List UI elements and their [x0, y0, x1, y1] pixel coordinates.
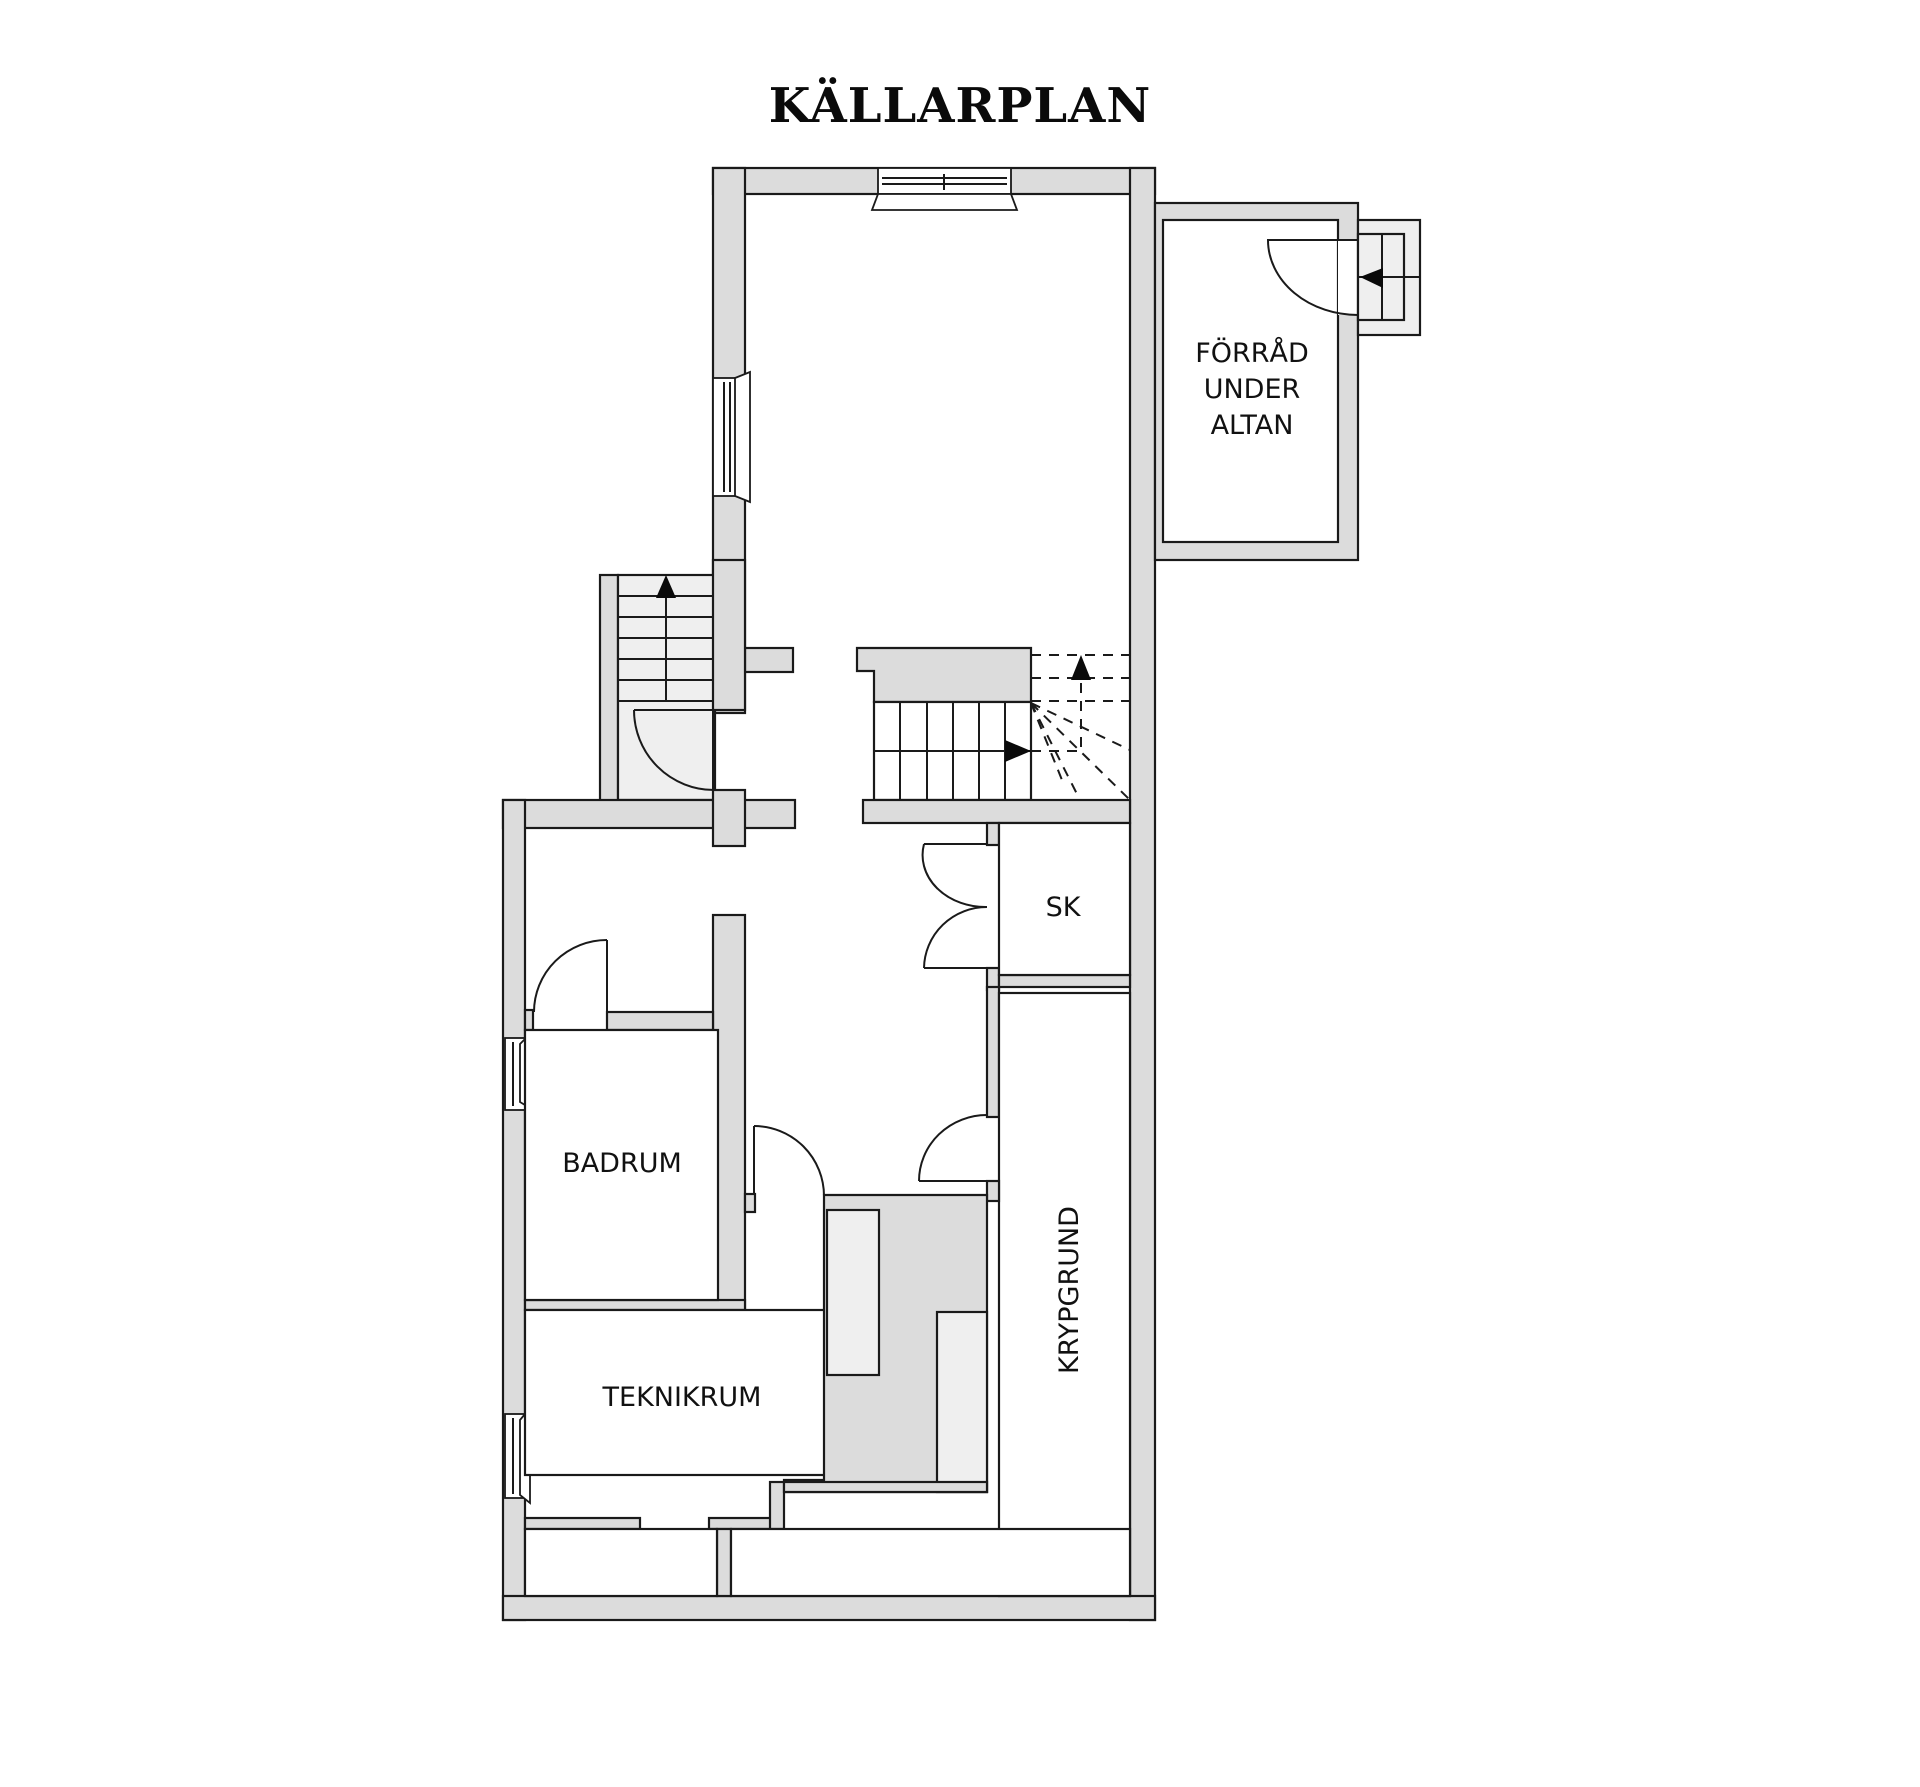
badrum-door[interactable] — [533, 939, 608, 1013]
forrad-walls — [1153, 201, 1360, 562]
window-left-upper — [712, 370, 751, 504]
window-top — [870, 167, 1019, 211]
room-label-forrad-3: ALTAN — [1211, 410, 1294, 441]
krypgrund-door[interactable] — [918, 1114, 988, 1182]
arrow-left-icon — [1360, 268, 1383, 288]
teknikrum-walls — [523, 1193, 1132, 1598]
interior-stair[interactable] — [855, 646, 1131, 802]
teknikrum-door[interactable] — [753, 1125, 825, 1197]
exterior-stair-left[interactable] — [598, 573, 717, 812]
arrow-right-icon — [1005, 740, 1031, 762]
room-label-forrad-2: UNDER — [1204, 374, 1301, 405]
room-label-badrum: BADRUM — [562, 1148, 682, 1179]
sk-walls — [985, 821, 1132, 992]
krypgrund-walls — [985, 985, 1132, 1598]
room-label-forrad: FÖRRÅD — [1195, 337, 1309, 369]
badrum-walls — [523, 913, 757, 1312]
room-label-sk: SK — [1046, 892, 1082, 923]
room-label-teknikrum: TEKNIKRUM — [602, 1382, 762, 1413]
plan-title: KÄLLARPLAN — [768, 78, 1152, 134]
arrow-up-icon-2 — [1071, 655, 1091, 680]
room-label-krypgrund: KRYPGRUND — [1054, 1206, 1085, 1374]
exterior-steps-right[interactable] — [1356, 218, 1422, 337]
sk-double-door[interactable] — [921, 843, 988, 969]
arrow-up-icon — [656, 575, 676, 598]
forrad-door[interactable] — [1266, 239, 1359, 316]
